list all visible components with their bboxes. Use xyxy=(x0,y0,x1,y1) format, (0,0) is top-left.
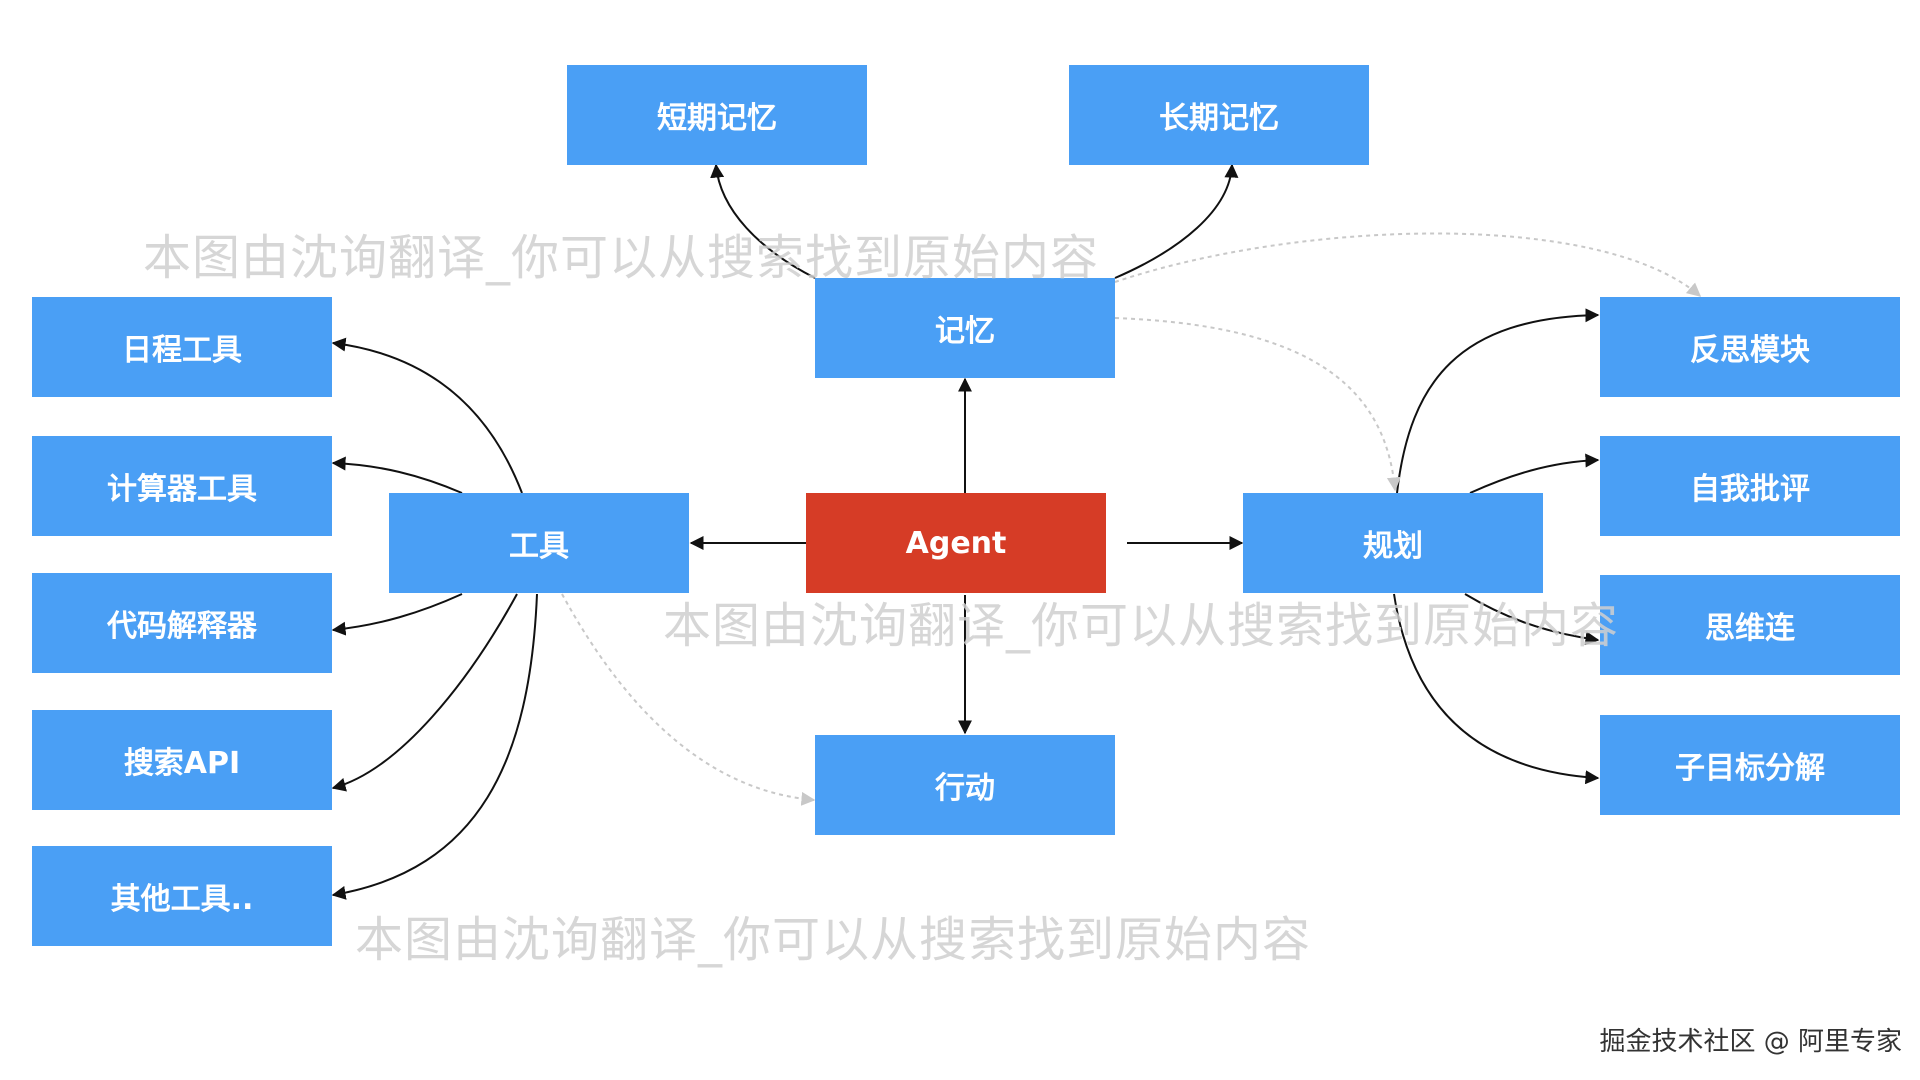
node-agent: Agent xyxy=(806,493,1106,593)
edge-dashed-memory-reflection xyxy=(1114,232,1702,297)
edge-dashed-tools-action xyxy=(561,593,816,806)
node-self-critique: 自我批评 xyxy=(1600,436,1900,536)
node-calculator-tool: 计算器工具 xyxy=(32,436,332,536)
node-long-term-memory: 长期记忆 xyxy=(1069,65,1369,165)
node-planning: 规划 xyxy=(1243,493,1543,593)
credit-text: 掘金技术社区 @ 阿里专家 xyxy=(1599,1027,1902,1057)
edge-tools-calculator xyxy=(331,456,463,494)
node-memory: 记忆 xyxy=(815,278,1115,378)
edge-planning-subgoal xyxy=(1393,593,1600,785)
edge-tools-other xyxy=(331,593,538,900)
node-chain-of-thought: 思维连 xyxy=(1600,575,1900,675)
node-subgoal-decomposition: 子目标分解 xyxy=(1600,715,1900,815)
node-reflection: 反思模块 xyxy=(1600,297,1900,397)
node-short-term-memory: 短期记忆 xyxy=(567,65,867,165)
edge-planning-reflection xyxy=(1396,308,1600,494)
edge-planning-self-critique xyxy=(1469,453,1600,494)
node-schedule-tool: 日程工具 xyxy=(32,297,332,397)
node-tools: 工具 xyxy=(389,493,689,593)
edge-tools-search-api xyxy=(331,593,518,792)
edge-tools-schedule xyxy=(331,337,523,494)
node-action: 行动 xyxy=(815,735,1115,835)
edge-memory-short-term xyxy=(710,163,816,279)
node-other-tools: 其他工具.. xyxy=(32,846,332,946)
edge-memory-long-term xyxy=(1114,163,1239,279)
node-code-interpreter: 代码解释器 xyxy=(32,573,332,673)
edge-tools-code-interpreter xyxy=(331,593,463,636)
edge-dashed-memory-planning xyxy=(1114,317,1401,492)
edge-planning-chain-of-thought xyxy=(1464,593,1600,646)
node-search-api: 搜索API xyxy=(32,710,332,810)
